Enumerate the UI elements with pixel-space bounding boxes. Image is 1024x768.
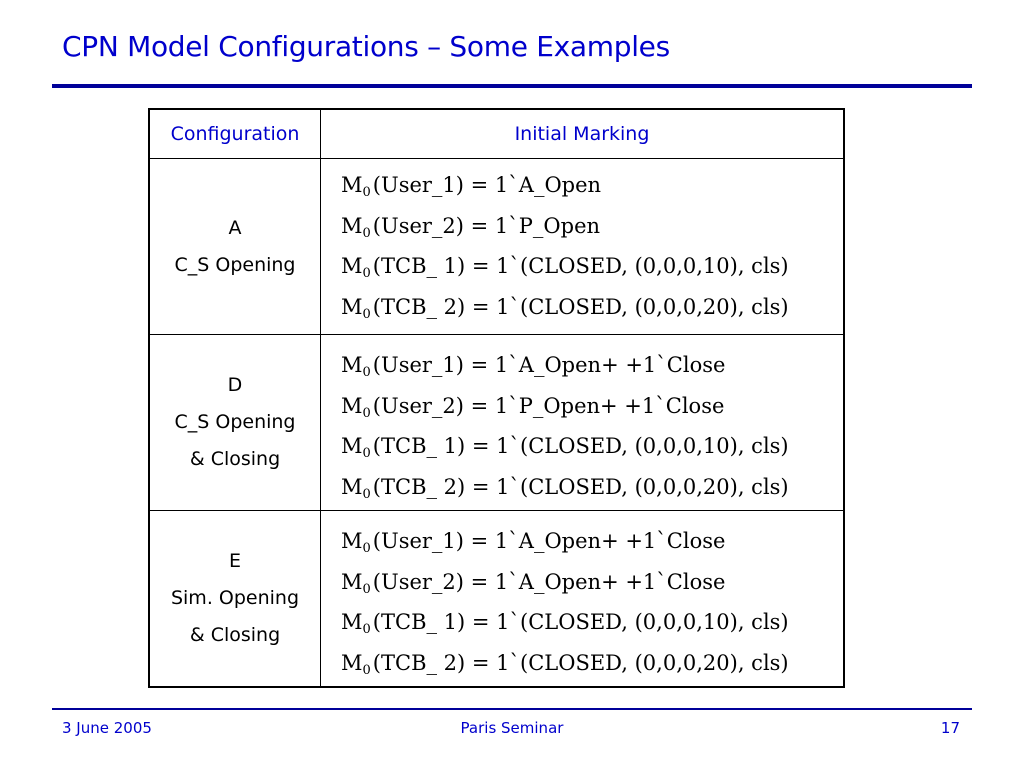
- config-id: E: [228, 549, 241, 572]
- config-description: C_S Opening: [174, 411, 296, 433]
- footer-divider: [52, 708, 972, 710]
- config-description: & Closing: [189, 623, 281, 646]
- table-row-config-d: D C_S Opening & Closing M0(User_1) = 1`A…: [148, 334, 845, 511]
- marking-equation: M0(TCB_ 1) = 1`(CLOSED, (0,0,0,10), cls): [341, 610, 789, 637]
- title-divider: [52, 84, 972, 88]
- table-row-config-a: A C_S Opening M0(User_1) = 1`A_Open M0(U…: [148, 158, 845, 335]
- footer-event: Paris Seminar: [460, 719, 564, 737]
- marking-equation: M0(TCB_ 2) = 1`(CLOSED, (0,0,0,20), cls): [341, 650, 789, 678]
- footer-date: 3 June 2005: [62, 719, 152, 737]
- config-id: A: [228, 216, 242, 239]
- config-cell: E Sim. Opening & Closing: [148, 510, 321, 687]
- marking-equation: M0(User_2) = 1`A_Open+ +1`Close: [341, 569, 726, 597]
- marking-equation: M0(TCB_ 2) = 1`(CLOSED, (0,0,0,20), cls): [341, 294, 789, 322]
- marking-cell: M0(User_1) = 1`A_Open+ +1`Close M0(User_…: [320, 510, 845, 687]
- marking-equation: M0(User_1) = 1`A_Open+ +1`Close: [341, 353, 726, 380]
- config-cell: D C_S Opening & Closing: [148, 334, 321, 511]
- config-cell: A C_S Opening: [148, 158, 321, 335]
- table-row-config-e: E Sim. Opening & Closing M0(User_1) = 1`…: [148, 510, 845, 687]
- config-description: Sim. Opening: [170, 586, 300, 609]
- marking-cell: M0(User_1) = 1`A_Open M0(User_2) = 1`P_O…: [320, 158, 845, 335]
- slide-title: CPN Model Configurations – Some Examples: [62, 30, 670, 63]
- marking-equation: M0(TCB_ 2) = 1`(CLOSED, (0,0,0,20), cls): [341, 474, 789, 502]
- marking-equation: M0(User_1) = 1`A_Open+ +1`Close: [341, 529, 726, 556]
- marking-equation: M0(TCB_ 1) = 1`(CLOSED, (0,0,0,10), cls): [341, 254, 789, 281]
- configuration-table: Configuration Initial Marking A C_S Open…: [148, 108, 845, 688]
- header-configuration: Configuration: [148, 108, 321, 159]
- marking-equation: M0(User_1) = 1`A_Open: [341, 173, 602, 200]
- marking-cell: M0(User_1) = 1`A_Open+ +1`Close M0(User_…: [320, 334, 845, 511]
- marking-equation: M0(User_2) = 1`P_Open+ +1`Close: [341, 393, 725, 421]
- table-header-row: Configuration Initial Marking: [148, 108, 845, 159]
- header-initial-marking: Initial Marking: [320, 108, 845, 159]
- config-id: D: [227, 374, 243, 396]
- config-description: C_S Opening: [174, 253, 296, 276]
- page-number: 17: [940, 719, 960, 737]
- marking-equation: M0(User_2) = 1`P_Open: [341, 213, 601, 241]
- config-description: & Closing: [189, 448, 281, 470]
- marking-equation: M0(TCB_ 1) = 1`(CLOSED, (0,0,0,10), cls): [341, 434, 789, 461]
